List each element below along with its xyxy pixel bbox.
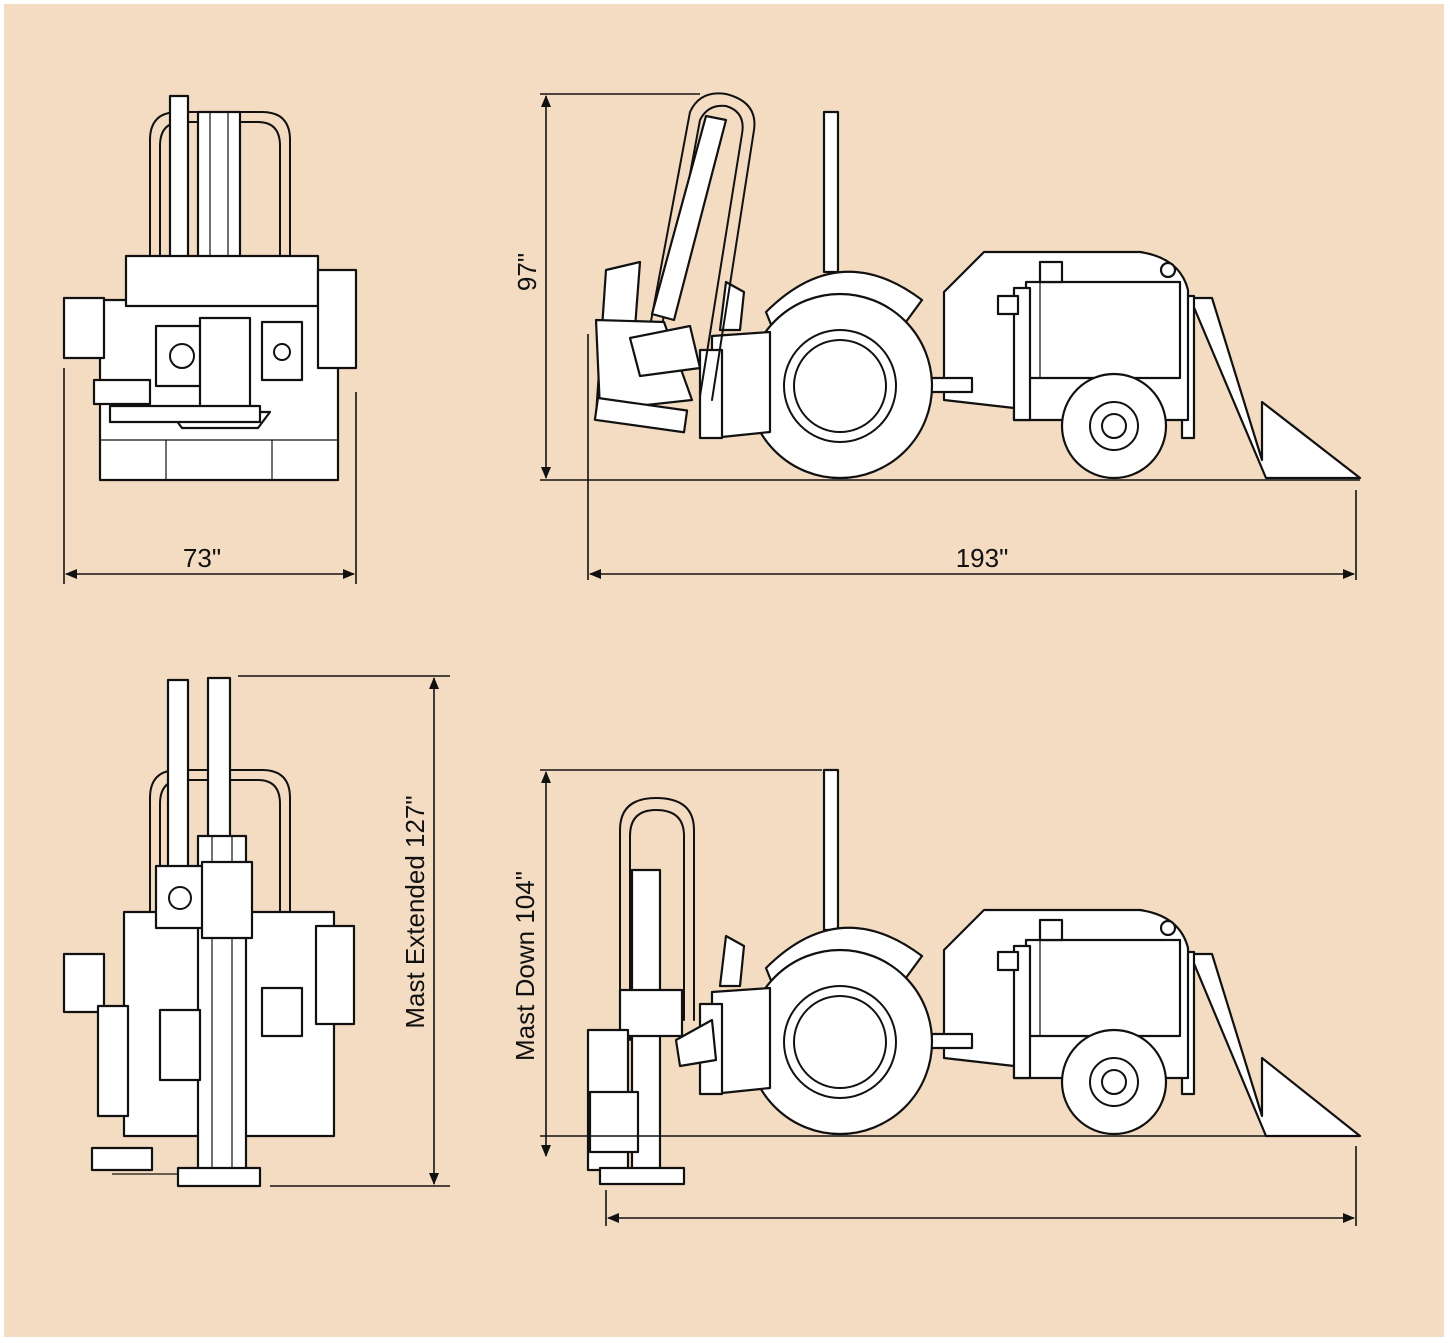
mast-down-dimensions: Mast Down 104": [510, 769, 1360, 1226]
side-view-mast-down: [586, 768, 1362, 1186]
mast-extended-dimension: Mast Extended 127": [238, 675, 450, 1187]
side-folded-dimensions: 97" 193": [512, 93, 1360, 580]
front-view-folded: [62, 94, 358, 482]
side-length-label: 193": [956, 543, 1009, 573]
front-width-dimension: 73": [63, 368, 357, 584]
side-view-folded: [593, 92, 1362, 480]
front-view-extended: [62, 676, 356, 1188]
mast-down-label: Mast Down 104": [510, 871, 540, 1061]
mast-extended-label: Mast Extended 127": [400, 795, 430, 1028]
side-height-label: 97": [512, 253, 542, 291]
front-width-label: 73": [183, 543, 221, 573]
